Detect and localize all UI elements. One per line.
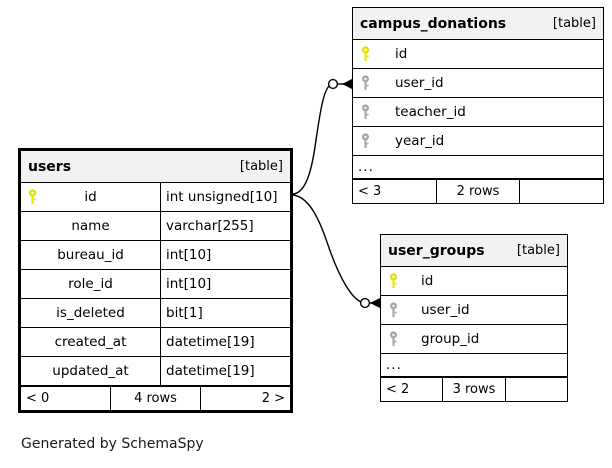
footer-next-pages[interactable] xyxy=(506,378,567,401)
table-type-tag: [table] xyxy=(516,243,560,258)
footer-prev-pages[interactable]: < 2 xyxy=(386,382,410,397)
column-name-cell: year_id xyxy=(353,127,603,155)
column-type: int[10] xyxy=(160,270,290,298)
column-name-cell: bureau_id xyxy=(21,241,160,269)
table-row[interactable]: teacher_id xyxy=(353,98,603,127)
table-row[interactable]: is_deleted bit[1] xyxy=(21,299,290,328)
table-header: users [table] xyxy=(21,151,290,183)
column-name: teacher_id xyxy=(395,104,466,120)
table-users[interactable]: users [table] id int unsigned[10] name v… xyxy=(18,148,293,413)
column-name: bureau_id xyxy=(57,247,124,263)
footer-prev-pages[interactable]: < 3 xyxy=(358,184,382,199)
more-columns-indicator: ... xyxy=(353,156,603,179)
table-user-groups[interactable]: user_groups [table] id xyxy=(380,234,568,402)
table-row[interactable]: created_at datetime[19] xyxy=(21,328,290,357)
column-name-cell: id xyxy=(381,267,567,295)
table-footer: < 0 4 rows 2 > xyxy=(21,386,290,410)
optional-zero-marker xyxy=(359,297,371,309)
edge-users-to-user-groups xyxy=(292,194,380,309)
edge-users-to-campus-donations xyxy=(292,78,352,195)
table-row[interactable]: name varchar[255] xyxy=(21,212,290,241)
foreign-key-icon xyxy=(362,104,369,119)
primary-key-icon xyxy=(29,189,36,204)
column-type: bit[1] xyxy=(160,299,290,327)
column-name-cell: user_id xyxy=(381,296,567,324)
column-name-cell: id xyxy=(21,183,160,211)
table-header: user_groups [table] xyxy=(381,235,567,267)
foreign-key-icon xyxy=(362,133,369,148)
table-row[interactable]: updated_at datetime[19] xyxy=(21,357,290,386)
footer-next-pages[interactable] xyxy=(520,180,603,203)
foreign-key-icon xyxy=(390,331,397,346)
foreign-key-icon xyxy=(390,302,397,317)
optional-zero-marker xyxy=(327,78,339,90)
table-title: user_groups xyxy=(388,242,485,259)
column-name-cell: teacher_id xyxy=(353,98,603,126)
table-row[interactable]: role_id int[10] xyxy=(21,270,290,299)
table-row[interactable]: group_id xyxy=(381,325,567,354)
column-name-cell: user_id xyxy=(353,69,603,97)
column-name: created_at xyxy=(54,334,127,350)
footer-next-pages[interactable]: 2 > xyxy=(261,391,285,406)
foreign-key-icon xyxy=(362,75,369,90)
table-row[interactable]: year_id xyxy=(353,127,603,156)
column-name-cell: role_id xyxy=(21,270,160,298)
column-name: id xyxy=(395,46,408,62)
footer-row-count: 3 rows xyxy=(442,378,506,401)
primary-key-icon xyxy=(362,46,369,61)
column-name-cell: group_id xyxy=(381,325,567,353)
table-row[interactable]: user_id xyxy=(353,69,603,98)
column-name: group_id xyxy=(421,331,480,347)
table-footer: < 3 2 rows xyxy=(353,179,603,203)
column-name: id xyxy=(421,273,434,289)
table-type-tag: [table] xyxy=(239,159,283,174)
table-row[interactable]: id xyxy=(381,267,567,296)
column-name-cell: is_deleted xyxy=(21,299,160,327)
table-title: users xyxy=(28,158,72,175)
more-columns-indicator: ... xyxy=(381,354,567,377)
column-name: id xyxy=(84,189,97,205)
table-type-tag: [table] xyxy=(552,16,596,31)
column-name-cell: id xyxy=(353,40,603,68)
table-campus-donations[interactable]: campus_donations [table] id xyxy=(352,7,604,204)
column-name-cell: updated_at xyxy=(21,357,160,385)
column-type: datetime[19] xyxy=(160,328,290,356)
table-row[interactable]: bureau_id int[10] xyxy=(21,241,290,270)
column-name: updated_at xyxy=(52,363,129,379)
table-row[interactable]: id int unsigned[10] xyxy=(21,183,290,212)
column-name: name xyxy=(71,218,110,234)
table-row[interactable]: user_id xyxy=(381,296,567,325)
column-type: int unsigned[10] xyxy=(160,183,290,211)
table-header: campus_donations [table] xyxy=(353,8,603,40)
column-name: role_id xyxy=(68,276,113,292)
column-name: is_deleted xyxy=(56,305,125,321)
table-footer: < 2 3 rows xyxy=(381,377,567,401)
footer-row-count: 2 rows xyxy=(435,180,521,203)
footer-prev-pages[interactable]: < 0 xyxy=(26,391,50,406)
generated-by-caption: Generated by SchemaSpy xyxy=(21,436,204,452)
footer-row-count: 4 rows xyxy=(110,387,201,410)
column-type: varchar[255] xyxy=(160,212,290,240)
column-type: datetime[19] xyxy=(160,357,290,385)
table-row[interactable]: id xyxy=(353,40,603,69)
column-name: year_id xyxy=(395,133,445,149)
column-name: user_id xyxy=(421,302,470,318)
column-type: int[10] xyxy=(160,241,290,269)
column-name-cell: name xyxy=(21,212,160,240)
column-name: user_id xyxy=(395,75,444,91)
primary-key-icon xyxy=(390,273,397,288)
table-title: campus_donations xyxy=(360,15,507,32)
column-name-cell: created_at xyxy=(21,328,160,356)
